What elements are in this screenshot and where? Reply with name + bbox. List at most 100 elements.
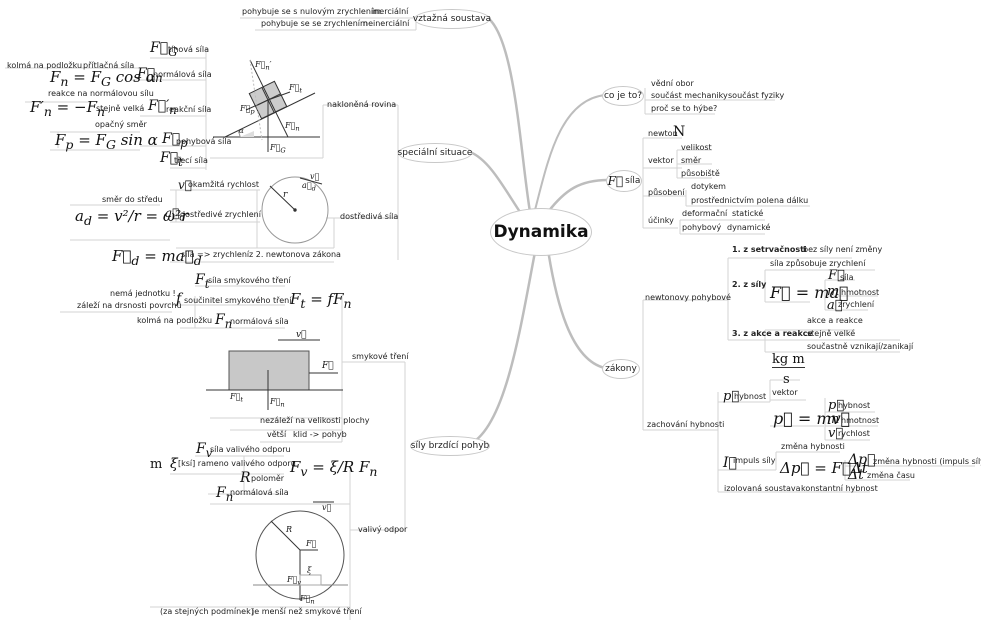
symbol-p: p⃗	[723, 389, 740, 404]
p-symbol-v: v⃗	[828, 426, 844, 441]
dostrediva-sila-label[interactable]: dostředivá síla	[340, 212, 399, 221]
zachovani-hybnosti: zachování hybnosti	[647, 420, 725, 429]
diag-label-v-val: v⃗	[322, 503, 332, 512]
force-label-pohybova: pohybová síla	[176, 137, 232, 146]
diag-label-v-smyk: v⃗	[296, 330, 307, 340]
smykove-treni-label[interactable]: smykové tření	[352, 352, 409, 361]
law2-symbol-a: a⃗	[827, 298, 843, 313]
formula-Ft: Ft = fFn	[290, 290, 352, 311]
formula-Fp: Fp = FG sin α	[55, 131, 158, 152]
label-vektor-p: vektor	[772, 388, 798, 397]
law2-zrychleni: zrychlení	[838, 300, 875, 309]
diag-label-ad: a⃗d	[302, 181, 316, 193]
p-rychlost: rychlost	[838, 429, 870, 438]
node-vztazna-soustava[interactable]: vztažná soustava	[413, 9, 491, 29]
sila-deformacni: deformační	[682, 209, 728, 218]
law-3-akce: akce a reakce	[807, 316, 863, 325]
node-zakony[interactable]: zákony	[602, 359, 640, 379]
note-sila-zrychleni: síla => zrychlení	[181, 250, 250, 259]
unit-kgm: kg m	[772, 352, 805, 368]
symbol-Fv: Fv	[196, 441, 213, 460]
unit-m: m	[150, 457, 163, 472]
diag-label-Fn-prime: F⃗n′	[255, 60, 272, 72]
label-dostredive-zrychleni: dostředivé zrychlení	[180, 210, 261, 219]
force-label-normalova: normálová síla	[153, 70, 212, 79]
sila-velikost: velikost	[681, 143, 712, 152]
symbol-v: v⃗	[178, 178, 192, 192]
coje-vedni-obor: vědní obor	[651, 79, 694, 88]
symbol-Fp: F⃗p	[162, 131, 188, 150]
vztazna-label-1[interactable]: neinerciální	[363, 19, 410, 28]
law2-symbol-F: F⃗	[828, 268, 845, 283]
sila-pohybovy: pohybový	[682, 223, 722, 232]
vztazna-label-0[interactable]: inerciální	[372, 7, 409, 16]
label-nezalezi-plochy: nezáleží na velikosti plochy	[260, 416, 370, 425]
law-3: 3. z akce a reakce	[732, 329, 813, 338]
sila-pusobiste: působiště	[681, 169, 720, 178]
sila-dynamicke: dynamické	[727, 223, 771, 232]
valivy-odpor-label[interactable]: valivý odpor	[358, 525, 408, 534]
vztazna-desc-0: pohybuje se s nulovým zrychlením	[242, 7, 381, 16]
node-sila[interactable]: F⃗síla	[606, 170, 642, 192]
root-node[interactable]: Dynamika	[490, 208, 592, 256]
symbol-Ft: F⃗t	[160, 150, 183, 169]
formula-Fn: Fn = FG cos α	[50, 68, 156, 89]
symbol-ad: a⃗d	[165, 206, 186, 224]
sila-label: síla	[625, 176, 641, 186]
symbol-Ft-smyk: Ft	[195, 272, 210, 291]
formula-p-mv: p⃗ = mv⃗	[773, 409, 851, 428]
symbol-Fn: F⃗n	[137, 66, 163, 85]
impuls-symbol-dp: Δp⃗	[848, 452, 876, 468]
node-specialni-situace[interactable]: speciální situace	[398, 143, 472, 163]
diag-label-Fn-smyk: F⃗n	[270, 397, 285, 409]
diag-label-Fn-val: F⃗n	[300, 594, 315, 606]
sila-ucinky: účinky	[648, 216, 674, 225]
force-label-treci: třecí síla	[174, 156, 208, 165]
law-3-stejne: stejně velké	[807, 329, 856, 338]
diag-label-FG: F⃗G	[270, 143, 286, 155]
label-polomer: poloměr	[251, 474, 285, 483]
label-normalova-valivy: normálová síla	[230, 488, 289, 497]
note-zalezi-drsnosti: záleží na drsnosti povrchů	[77, 301, 182, 310]
law-2-note: síla způsobuje zrychlení	[770, 259, 866, 268]
label-vetsi: větší	[267, 430, 287, 439]
symbol-Fn-valivy: Fn	[216, 485, 234, 504]
impuls-zmena-casu: změna času	[867, 471, 915, 480]
diag-label-Fp: F⃗p	[240, 104, 255, 116]
note-kolma-podlozka: kolmá na podložku	[137, 316, 213, 325]
sila-unit-N: N	[673, 124, 686, 140]
label-hybnost: hybnost	[734, 392, 767, 401]
sila-dotykem: dotykem	[691, 182, 726, 191]
node-co-je-to[interactable]: co je to?	[602, 86, 644, 106]
formula-F-ma: F⃗ = ma⃗	[770, 283, 849, 302]
formula-Fd: F⃗d = ma⃗d	[112, 247, 202, 268]
diag-label-R: R	[286, 525, 293, 534]
label-normalova-smyk: normálová síla	[230, 317, 289, 326]
label-impuls-sily: impuls síly	[733, 456, 776, 465]
node-sily-brzdici-pohyb[interactable]: síly brzdící pohyb	[410, 436, 490, 456]
coje-soucast-mechaniky: součást mechaniky	[651, 91, 728, 100]
label-izolovana-soustava: izolovaná soustava	[724, 484, 801, 493]
diag-label-F-val: F⃗	[306, 539, 317, 548]
formula-ad: ad = v²/r = ω²r	[75, 207, 189, 228]
label-okamzita-rychlost: okamžitá rychlost	[188, 180, 259, 189]
symbol-xi: ξ	[170, 456, 178, 472]
label-soucinitel: součinitel smykového tření	[184, 296, 292, 305]
naklonena-rovina-label[interactable]: nakloněná rovina	[327, 100, 397, 109]
p-symbol-p: p⃗	[828, 398, 845, 413]
diag-label-Fv: F⃗v	[287, 575, 302, 587]
sila-staticke: statické	[732, 209, 764, 218]
label-sila-valiveho-odporu: síla valivého odporu	[210, 445, 291, 454]
formula-impuls: Δp⃗ = F⃗Δt	[780, 459, 868, 477]
diag-label-alpha: α	[239, 127, 244, 135]
diag-label-Ft: F⃗t	[289, 83, 303, 95]
law-1-note: bez síly není změny	[803, 245, 883, 254]
sliding-friction-diagram	[206, 339, 343, 410]
formula-Fv: Fv = ξ/R Fn	[290, 458, 378, 479]
law-1: 1. z setrvačnosti	[732, 245, 807, 254]
diag-label-r: r	[283, 190, 288, 200]
note-smer-do-stredu: směr do středu	[102, 195, 163, 204]
note-mensi-nez-smykove: je menší než smykové tření	[252, 607, 362, 616]
rolling-resistance-diagram	[253, 501, 348, 600]
